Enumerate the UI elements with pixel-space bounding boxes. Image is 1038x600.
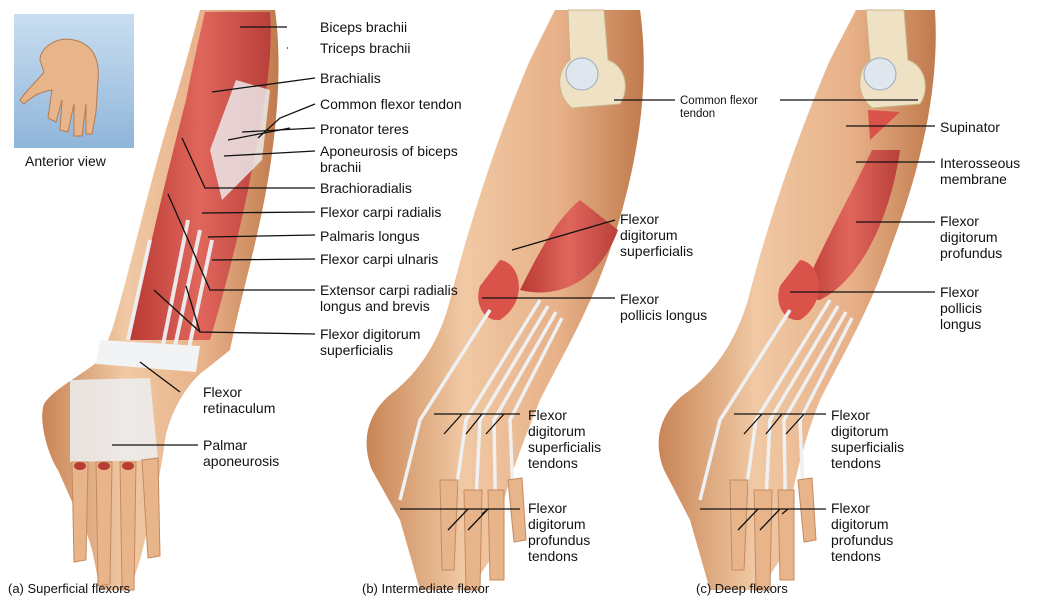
label-flexor-retinaculum: Flexor retinaculum [203, 384, 275, 416]
inset-caption: Anterior view [25, 153, 106, 169]
panel-a-knuckle-marks [74, 462, 134, 470]
label-c-fdp-tendons: Flexor digitorum profundus tendons [831, 500, 893, 564]
label-common-flexor-tendon-a: Common flexor tendon [320, 96, 462, 112]
label-pronator-teres: Pronator teres [320, 121, 409, 137]
label-c-fdp: Flexor digitorum profundus [940, 213, 1002, 261]
caption-panel-b: (b) Intermediate flexor [362, 581, 489, 596]
inset-anterior-view [14, 14, 134, 148]
caption-panel-c: (c) Deep flexors [696, 581, 788, 596]
label-aponeurosis-biceps: Aponeurosis of biceps brachii [320, 143, 458, 175]
label-palmar-aponeurosis: Palmar aponeurosis [203, 437, 279, 469]
panel-a-palmar-aponeurosis [70, 378, 158, 462]
label-c-fpl: Flexor pollicis longus [940, 284, 982, 332]
label-biceps-brachii: Biceps brachii [320, 19, 407, 35]
label-b-fds: Flexor digitorum superficialis [620, 211, 693, 259]
label-extensor-carpi-radialis: Extensor carpi radialis longus and brevi… [320, 282, 458, 314]
label-triceps-brachii: Triceps brachii [320, 40, 411, 56]
label-brachialis: Brachialis [320, 70, 381, 86]
label-fds-a: Flexor digitorum superficialis [320, 326, 420, 358]
label-b-fpl: Flexor pollicis longus [620, 291, 707, 323]
caption-panel-a: (a) Superficial flexors [8, 581, 130, 596]
label-brachioradialis: Brachioradialis [320, 180, 412, 196]
label-b-fdp-tendons: Flexor digitorum profundus tendons [528, 500, 590, 564]
panel-b-joint [566, 58, 598, 90]
label-b-common-flexor-tendon: Common flexor tendon [680, 95, 758, 121]
panel-c-joint [864, 58, 896, 90]
label-flexor-carpi-ulnaris: Flexor carpi ulnaris [320, 251, 438, 267]
label-b-fds-tendons: Flexor digitorum superficialis tendons [528, 407, 601, 471]
label-c-supinator: Supinator [940, 119, 1000, 135]
label-flexor-carpi-radialis: Flexor carpi radialis [320, 204, 441, 220]
label-c-interosseous: Interosseous membrane [940, 155, 1020, 187]
label-palmaris-longus: Palmaris longus [320, 228, 420, 244]
label-c-fds-tendons: Flexor digitorum superficialis tendons [831, 407, 904, 471]
